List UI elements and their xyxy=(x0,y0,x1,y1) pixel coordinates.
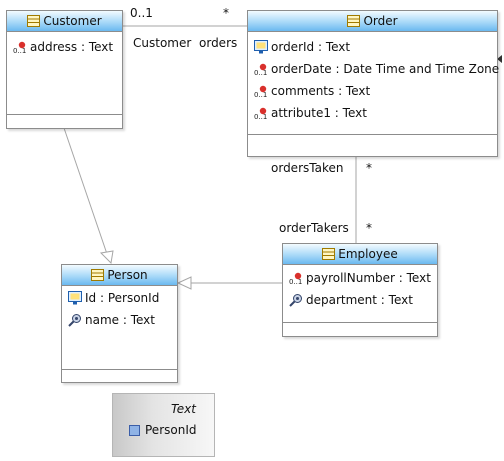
attribute-icon: 0..1 xyxy=(13,40,27,55)
attribute-icon: 0..1 xyxy=(254,84,268,99)
id-attribute-icon xyxy=(254,40,268,54)
generalization-arrowhead-employee xyxy=(176,276,192,290)
class-icon xyxy=(91,269,105,281)
customer-multiplicity: 0..1 xyxy=(130,6,153,20)
value-type-base: Text xyxy=(170,402,196,416)
value-type-icon xyxy=(129,424,140,436)
class-customer-header[interactable]: Customer xyxy=(7,11,122,32)
attribute-icon: 0..1 xyxy=(254,106,268,121)
attribute-icon: 0..1 xyxy=(289,271,303,286)
svg-text:0..1: 0..1 xyxy=(254,69,267,76)
class-employee-name: Employee xyxy=(338,247,398,261)
svg-text:0..1: 0..1 xyxy=(13,47,26,54)
key-attribute-icon xyxy=(289,293,303,307)
orders-taken-role-label: ordersTaken xyxy=(271,161,344,175)
class-divider xyxy=(62,369,177,370)
class-customer-name: Customer xyxy=(43,14,102,28)
attribute-text: name : Text xyxy=(85,313,155,327)
class-order-header[interactable]: Order xyxy=(248,11,497,32)
value-type-name: PersonId xyxy=(145,423,197,437)
class-customer[interactable]: Customer 0..1 address : Text xyxy=(6,10,123,129)
value-type-item[interactable]: PersonId xyxy=(129,423,196,437)
orders-taken-multiplicity: * xyxy=(366,161,372,175)
attribute-row[interactable]: 0..1 payrollNumber : Text xyxy=(283,267,437,289)
class-icon xyxy=(347,15,361,27)
value-type-personid[interactable]: Text PersonId xyxy=(112,393,215,457)
class-order[interactable]: Order orderId : Text 0..1 orderDate : Da… xyxy=(247,10,500,157)
class-icon xyxy=(322,248,336,260)
attribute-text: payrollNumber : Text xyxy=(306,271,431,285)
attribute-text: comments : Text xyxy=(271,84,371,98)
attribute-row[interactable]: Id : PersonId xyxy=(62,287,177,309)
class-icon xyxy=(27,15,41,27)
attribute-icon: 0..1 xyxy=(254,62,268,77)
attribute-row[interactable]: 0..1 attribute1 : Text xyxy=(248,102,497,124)
class-divider xyxy=(248,134,497,135)
id-attribute-icon xyxy=(68,291,82,305)
attribute-row[interactable]: name : Text xyxy=(62,309,177,331)
svg-text:0..1: 0..1 xyxy=(289,278,302,285)
attribute-text: attribute1 : Text xyxy=(271,106,367,120)
svg-text:0..1: 0..1 xyxy=(254,91,267,98)
attribute-row[interactable]: department : Text xyxy=(283,289,437,311)
attribute-text: orderDate : Date Time and Time Zone xyxy=(271,62,500,76)
class-employee[interactable]: Employee 0..1 payrollNumber : Text depar… xyxy=(282,243,438,337)
order-takers-multiplicity: * xyxy=(366,221,372,235)
attribute-text: orderId : Text xyxy=(271,40,351,54)
order-takers-role-label: orderTakers xyxy=(279,221,349,235)
attribute-row[interactable]: 0..1 orderDate : Date Time and Time Zone xyxy=(248,58,500,80)
customer-role-label: Customer xyxy=(133,36,192,50)
svg-text:0..1: 0..1 xyxy=(254,113,267,120)
order-multiplicity: * xyxy=(223,6,229,20)
attribute-text: Id : PersonId xyxy=(85,291,160,305)
attribute-text: address : Text xyxy=(30,40,114,54)
class-divider xyxy=(7,114,122,115)
connector-arrowhead-order-right xyxy=(497,55,502,63)
key-attribute-icon xyxy=(68,313,82,327)
attribute-row[interactable]: orderId : Text xyxy=(248,36,497,58)
attribute-row[interactable]: 0..1 comments : Text xyxy=(248,80,497,102)
class-employee-header[interactable]: Employee xyxy=(283,244,437,265)
generalization-customer-person[interactable] xyxy=(63,127,108,255)
class-person[interactable]: Person Id : PersonId name : Text xyxy=(61,264,178,383)
class-divider xyxy=(283,322,437,323)
orders-role-label: orders xyxy=(199,36,238,50)
class-person-header[interactable]: Person xyxy=(62,265,177,286)
attribute-text: department : Text xyxy=(306,293,413,307)
generalization-arrowhead-customer xyxy=(99,250,114,265)
class-person-name: Person xyxy=(107,268,148,282)
attribute-row[interactable]: 0..1 address : Text xyxy=(7,36,122,58)
class-order-name: Order xyxy=(363,14,398,28)
